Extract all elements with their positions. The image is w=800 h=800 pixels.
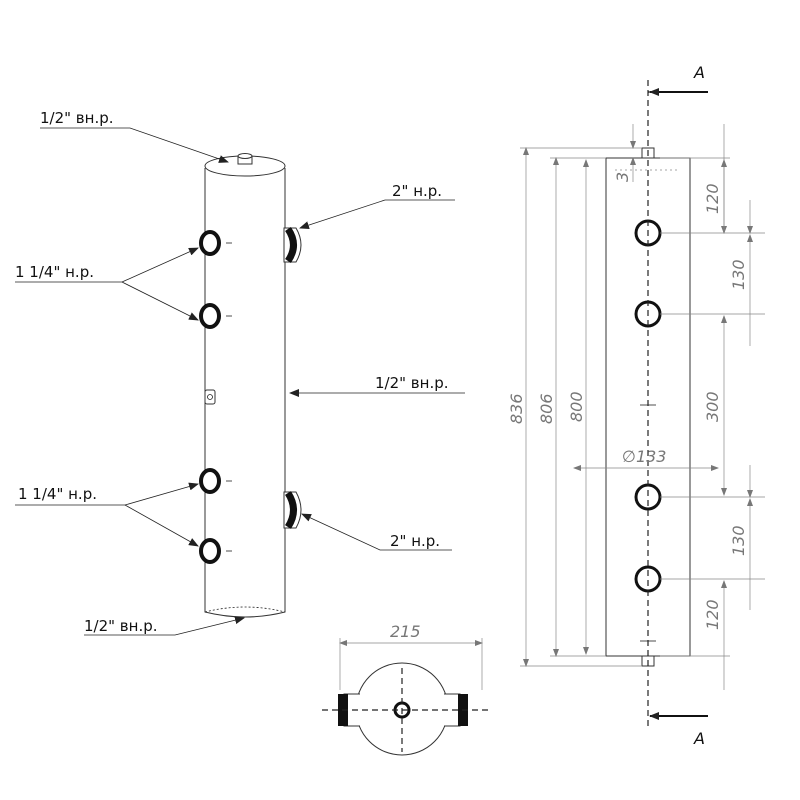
isometric-view: 1/2" вн.р. 2" н.р. 1 1/4" н.р. 1/2" вн.р… <box>15 109 465 636</box>
top-view: 215 <box>322 622 490 756</box>
lower-2in-nozzle <box>283 491 302 529</box>
nozzle-1-25-a <box>199 230 232 256</box>
collector-body <box>204 168 286 618</box>
nozzle-1-25-b <box>199 303 232 329</box>
dim-top-offset-3: 3 <box>613 172 632 182</box>
front-view: A A 836 806 800 3 120 130 <box>507 63 765 748</box>
side-port <box>204 389 216 405</box>
dim-pitch-bottom-120: 120 <box>703 599 722 630</box>
upper-2in-nozzle <box>283 227 302 263</box>
callout-bottom-half-inch: 1/2" вн.р. <box>84 617 158 635</box>
section-label-bottom: A <box>693 729 705 748</box>
dim-overall-800: 800 <box>567 391 586 422</box>
dim-diameter-133: ∅133 <box>622 447 666 466</box>
dim-overall-836: 836 <box>507 393 526 424</box>
dim-pitch-top-120: 120 <box>703 183 722 214</box>
dim-pitch-middle-300: 300 <box>703 391 722 422</box>
callout-upper-2in: 2" н.р. <box>392 182 442 200</box>
callout-top-half-inch: 1/2" вн.р. <box>40 109 114 127</box>
section-label-top: A <box>693 63 705 82</box>
nozzle-1-25-d <box>199 538 232 564</box>
callout-lower-2in: 2" н.р. <box>390 532 440 550</box>
dim-overall-806: 806 <box>537 393 556 424</box>
nozzle-1-25-c <box>199 468 232 494</box>
dim-width-215: 215 <box>390 622 421 641</box>
callout-middle-half-inch: 1/2" вн.р. <box>375 374 449 392</box>
dim-pitch-upper-130: 130 <box>729 259 748 290</box>
callout-upper-1-25in: 1 1/4" н.р. <box>15 263 94 281</box>
callout-lower-1-25in: 1 1/4" н.р. <box>18 485 97 503</box>
dim-pitch-lower-130: 130 <box>729 525 748 556</box>
